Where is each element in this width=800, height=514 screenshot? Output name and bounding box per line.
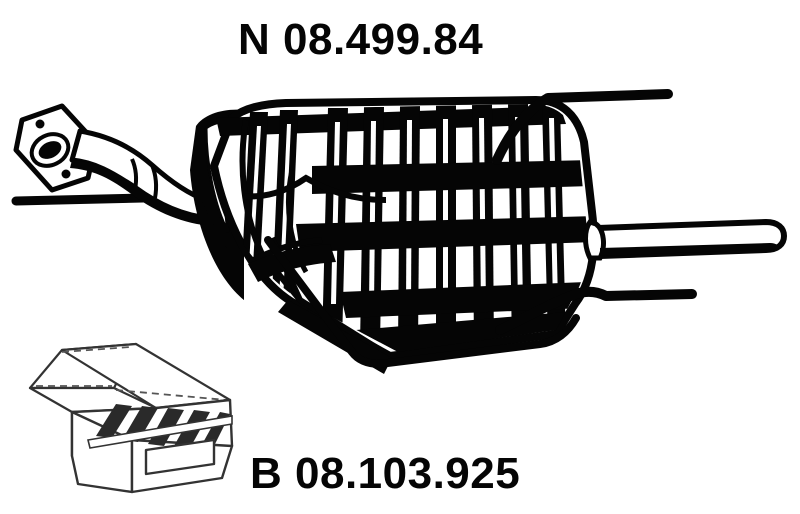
box-contents xyxy=(87,404,233,450)
box-lid xyxy=(28,342,232,414)
part-number-bottom: B 08.103.925 xyxy=(250,449,521,498)
flange-bolt-hole-upper xyxy=(35,119,45,129)
flange-port-inner xyxy=(38,141,62,159)
upper-hanger-rod xyxy=(492,89,673,165)
silencer-band xyxy=(340,282,586,318)
box-label xyxy=(144,438,216,476)
flange-bolt-hole-lower xyxy=(61,169,71,179)
rear-tailpipe xyxy=(583,219,787,261)
silencer-band xyxy=(296,216,588,252)
lower-hanger-rod xyxy=(495,286,697,335)
silencer-lower-skirt xyxy=(248,244,392,374)
silencer-rib-group xyxy=(216,104,588,352)
part-number-top: N 08.499.84 xyxy=(238,15,484,64)
silencer-band xyxy=(312,160,588,194)
silencer-bottom-sweep xyxy=(264,236,580,368)
